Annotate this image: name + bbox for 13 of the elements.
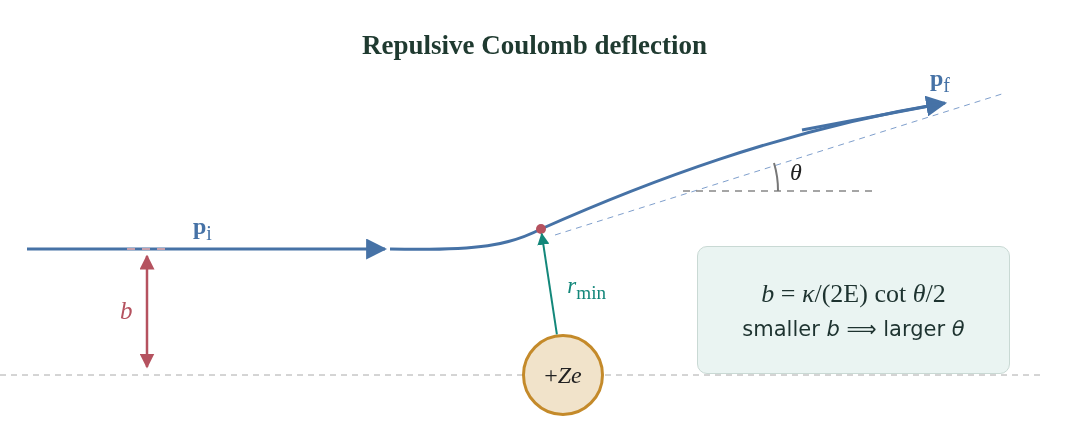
dimension-label: b (120, 298, 133, 323)
momentum-label: p$_{f}$ (930, 66, 951, 95)
formula-box (697, 246, 1010, 374)
nucleus-circle (522, 334, 604, 416)
formula-text: b = κ/(2E) cot θ/2 (761, 279, 946, 309)
edge-label: r$_{min}$ (567, 274, 607, 302)
arrow (537, 232, 558, 336)
angle-label: θ (790, 160, 802, 184)
closest-approach-dot (536, 224, 546, 234)
charge-label: +Ze (533, 363, 593, 387)
title: Repulsive Coulomb deflection (361, 32, 708, 59)
note-text: smaller b ⟹ larger θ (742, 317, 965, 341)
momentum-label: p$_{i}$ (193, 214, 212, 243)
